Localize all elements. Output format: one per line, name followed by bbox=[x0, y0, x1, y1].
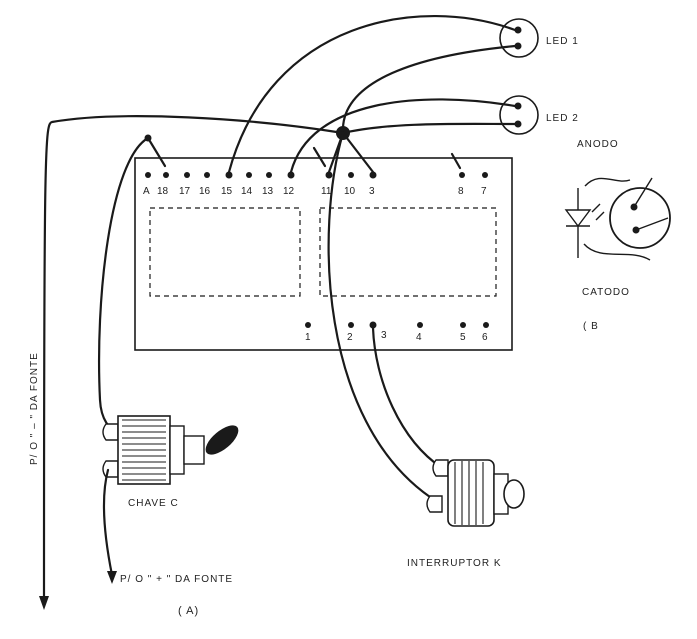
pin-label-15: 15 bbox=[221, 186, 233, 197]
pin-label-17: 17 bbox=[179, 186, 191, 197]
pin-label-11: 11 bbox=[321, 186, 332, 197]
catodo-label: CATODO bbox=[582, 287, 630, 298]
wire-led2-junction bbox=[341, 122, 517, 135]
pin-label-1: 1 bbox=[305, 332, 311, 343]
pin-label-4: 4 bbox=[416, 332, 422, 343]
wire-led1-pin15 bbox=[227, 15, 517, 174]
bottom-pin-dots bbox=[305, 321, 489, 329]
arrow-fonte-negativo bbox=[39, 596, 49, 610]
wire-junction-pin3 bbox=[341, 131, 375, 174]
pin-label-8: 8 bbox=[458, 186, 464, 197]
anodo-label: ANODO bbox=[577, 139, 619, 150]
wire-fonte-positivo bbox=[102, 468, 114, 577]
top-pin-labels: A 18 17 16 15 14 13 12 11 10 3 8 7 bbox=[143, 186, 487, 197]
led-pinout-detail bbox=[564, 177, 671, 261]
pin-label-a: A bbox=[143, 186, 150, 197]
pin-label-18: 18 bbox=[157, 186, 169, 197]
wire-junction-interruptor bbox=[327, 131, 432, 499]
wire-fonte-negativo bbox=[42, 115, 345, 602]
pin-label-2: 2 bbox=[347, 332, 353, 343]
pin-label-12: 12 bbox=[283, 186, 295, 197]
jumper-a-to-chave bbox=[146, 136, 167, 168]
top-pin-dots bbox=[145, 171, 488, 179]
led-2-label: LED 2 bbox=[546, 113, 579, 124]
led-1-label: LED 1 bbox=[546, 36, 579, 47]
fonte-negativo-label: P/ O " – " DA FONTE bbox=[29, 352, 40, 465]
pin-label-3-top: 3 bbox=[369, 186, 375, 197]
wire-led2-pin12 bbox=[289, 98, 517, 174]
display-digit-left bbox=[149, 207, 301, 297]
fonte-positivo-label: P/ O " + " DA FONTE bbox=[120, 574, 233, 585]
push-button-k bbox=[426, 459, 525, 527]
chave-c-label: CHAVE C bbox=[128, 498, 179, 509]
figure-a-label: ( A) bbox=[178, 605, 199, 617]
pin-label-3-bottom: 3 bbox=[381, 330, 387, 341]
pin-label-16: 16 bbox=[199, 186, 211, 197]
arrow-fonte-positivo bbox=[107, 571, 117, 584]
pin-label-5: 5 bbox=[460, 332, 466, 343]
wire-pin3-interruptor bbox=[371, 326, 444, 470]
figure-b-label: ( B bbox=[583, 321, 599, 332]
led-1 bbox=[499, 18, 539, 58]
pin-label-6: 6 bbox=[482, 332, 488, 343]
toggle-switch-c bbox=[102, 415, 239, 485]
pin-label-7: 7 bbox=[481, 186, 487, 197]
bottom-pin-labels: 1 2 3 4 5 6 bbox=[305, 330, 488, 343]
pin-label-14: 14 bbox=[241, 186, 253, 197]
wire-a-chave bbox=[97, 136, 150, 435]
pin-label-13: 13 bbox=[262, 186, 274, 197]
interruptor-k-label: INTERRUPTOR K bbox=[407, 558, 502, 569]
wire-led1-junction bbox=[341, 44, 517, 135]
pin-label-10: 10 bbox=[344, 186, 356, 197]
display-digit-right bbox=[319, 207, 497, 297]
jumper-8 bbox=[450, 152, 462, 170]
display-board bbox=[134, 157, 513, 351]
led-2 bbox=[499, 95, 539, 135]
jumper-11 bbox=[312, 146, 327, 168]
